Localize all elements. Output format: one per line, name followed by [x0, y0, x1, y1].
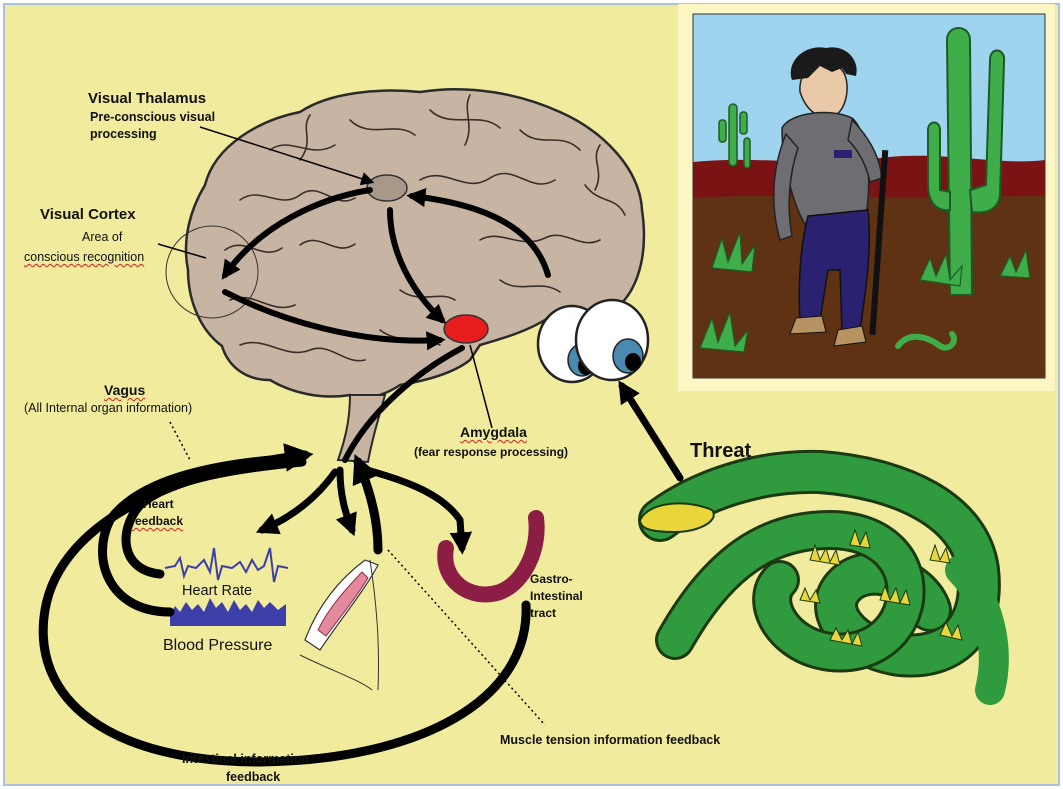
visual-cortex-desc-line1: Area of	[82, 230, 122, 244]
visual-cortex-title: Visual Cortex	[40, 206, 136, 223]
heart-feedback-line1: Heart	[143, 498, 174, 512]
heart-rate-label: Heart Rate	[182, 583, 252, 600]
heart-feedback-line2: feedback	[131, 515, 183, 529]
amygdala-region	[444, 315, 488, 343]
eyes	[538, 300, 648, 382]
visual-cortex-desc-line2: conscious recognition	[24, 250, 144, 264]
gi-label-line2: Intestinal	[530, 590, 583, 604]
visual-thalamus-desc-line2: processing	[90, 127, 157, 141]
muscle-feedback-label: Muscle tension information feedback	[500, 733, 720, 747]
threat-label: Threat	[690, 440, 751, 463]
amygdala-title: Amygdala	[460, 424, 527, 440]
blood-pressure-label: Blood Pressure	[163, 637, 272, 655]
intestinal-feedback-line1: Intestinal information	[182, 752, 309, 766]
gi-label-line3: tract	[530, 607, 556, 621]
vagus-title: Vagus	[104, 382, 145, 398]
visual-thalamus-title: Visual Thalamus	[88, 90, 206, 107]
intestinal-feedback-line2: feedback	[226, 770, 280, 784]
desert-scene	[678, 4, 1055, 391]
vagus-desc: (All Internal organ information)	[24, 401, 192, 415]
visual-thalamus-region	[367, 175, 407, 201]
visual-thalamus-desc-line1: Pre-conscious visual	[90, 110, 215, 124]
gi-label-line1: Gastro-	[530, 573, 573, 587]
amygdala-desc: (fear response processing)	[414, 446, 568, 460]
